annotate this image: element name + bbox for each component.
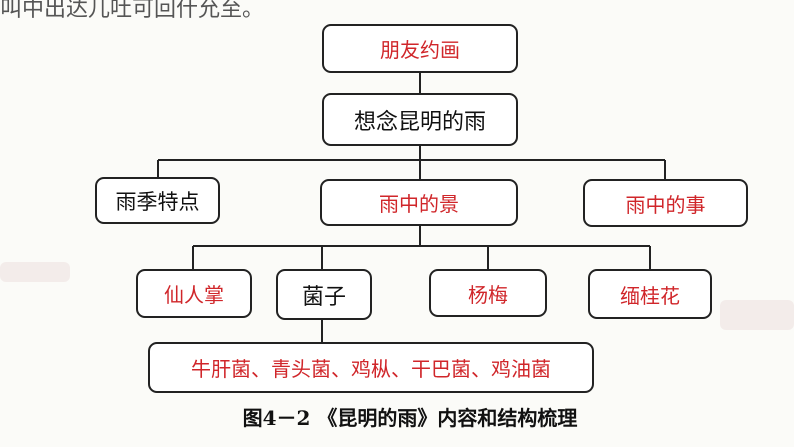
node-mushroom: 菌子: [276, 269, 372, 320]
figure-caption: 图4－2 《昆明的雨》内容和结构梳理: [242, 406, 578, 430]
node-scenery: 雨中的景: [320, 179, 518, 226]
node-osmanthus: 缅桂花: [588, 269, 712, 319]
node-events: 雨中的事: [583, 179, 748, 227]
node-friend-request: 朋友约画: [322, 24, 518, 73]
node-mushroom-types: 牛肝菌、青头菌、鸡枞、干巴菌、鸡油菌: [148, 342, 594, 393]
smudge-left: [0, 262, 70, 282]
node-bayberry: 杨梅: [429, 269, 547, 317]
node-root: 想念昆明的雨: [322, 93, 518, 146]
node-cactus: 仙人掌: [136, 269, 252, 318]
node-season: 雨季特点: [95, 177, 220, 224]
smudge-right: [720, 300, 794, 330]
bleed-through-text: 叫中出达儿吐可回什允至。: [0, 0, 265, 22]
